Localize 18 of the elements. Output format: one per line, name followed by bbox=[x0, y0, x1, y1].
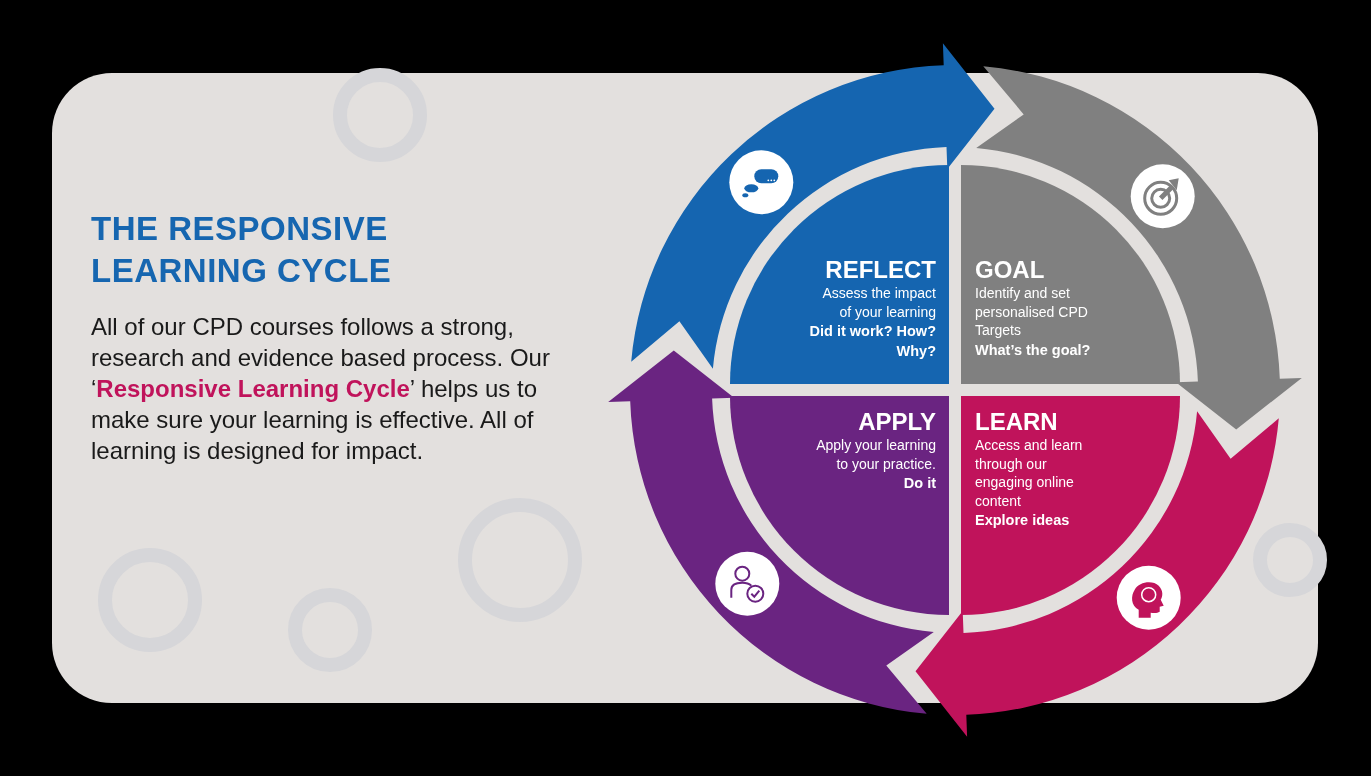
stage-heading: APPLY bbox=[857, 408, 936, 436]
stage-question: Do it bbox=[902, 474, 936, 493]
stage-description: Apply your learning to your practice. bbox=[815, 436, 936, 473]
quadrant-segment bbox=[730, 396, 949, 615]
stage-question: What’s the goal? bbox=[975, 340, 1092, 360]
quadrant-segment bbox=[961, 165, 1180, 384]
stage-heading: GOAL bbox=[975, 256, 1046, 284]
stage-description: Identify and set personalised CPD Targets bbox=[975, 284, 1089, 340]
stage-heading: LEARN bbox=[975, 408, 1059, 436]
title: THE RESPONSIVE LEARNING CYCLE bbox=[91, 209, 393, 291]
intro-paragraph: All of our CPD courses follows a strong, research and evidence based process. Our ‘Responsive Learning Cycle’ helps us to make sure your learning is effective. All of learning is designed for impact. bbox=[91, 312, 551, 466]
quadrant-segment bbox=[730, 165, 949, 384]
stage-description: Access and learn through our engaging online content bbox=[975, 436, 1084, 510]
stage-heading: REFLECT bbox=[824, 256, 936, 284]
stage-question: Explore ideas bbox=[975, 511, 1071, 530]
stage-description: Assess the impact of your learning bbox=[821, 284, 936, 321]
quadrant-segment bbox=[961, 396, 1180, 615]
stage-question: Did it work? How? Why? bbox=[808, 322, 936, 361]
